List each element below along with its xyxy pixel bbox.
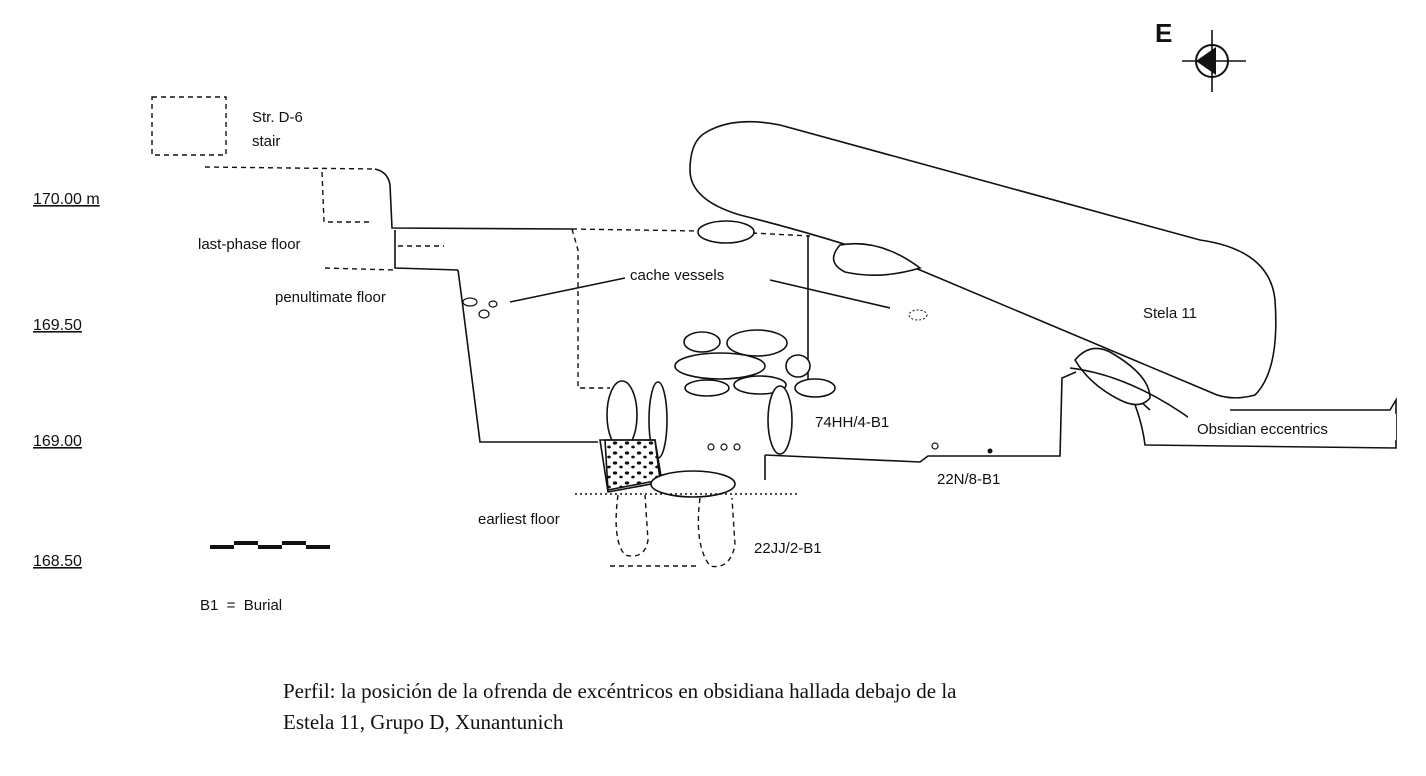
burial-74-label: 74HH/4-B1 [815, 414, 889, 431]
leader-obsidian [1069, 367, 1196, 423]
stela-11-outline [689, 120, 1277, 399]
earliest-floor-label: earliest floor [478, 511, 560, 528]
legend-text: B1 = Burial [200, 597, 282, 614]
elevation-169-50: 169.50 [33, 317, 82, 334]
burial-22n-label: 22N/8-B1 [937, 471, 1000, 488]
stair-label-1: Str. D-6 [252, 109, 303, 126]
penultimate-floor-label: penultimate floor [275, 289, 386, 306]
elevation-169-00: 169.00 [33, 433, 82, 450]
compass-letter: E [1155, 18, 1172, 48]
caption-line-1: Perfil: la posición de la ofrenda de exc… [283, 679, 957, 703]
cache-vessels-label: cache vessels [630, 267, 724, 284]
burial-22jj-label: 22JJ/2-B1 [754, 540, 822, 557]
cache-vessel-marks [462, 297, 993, 454]
stones [575, 220, 1151, 568]
leader-cache-left [509, 277, 626, 303]
stair-label-2: stair [252, 133, 280, 150]
stela-label: Stela 11 [1143, 305, 1197, 322]
caption-line-2: Estela 11, Grupo D, Xunantunich [283, 710, 564, 734]
elevation-168-50: 168.50 [33, 553, 82, 570]
elevation-170: 170.00 m [33, 191, 100, 208]
stratigraphy-lines [204, 166, 1397, 480]
scale-bar-icon [210, 541, 330, 549]
stair-outline [151, 96, 227, 156]
leader-cache-right [769, 279, 891, 309]
obsidian-label: Obsidian eccentrics [1197, 421, 1328, 438]
compass-icon: E [1155, 18, 1246, 92]
last-phase-floor-label: last-phase floor [198, 236, 301, 253]
